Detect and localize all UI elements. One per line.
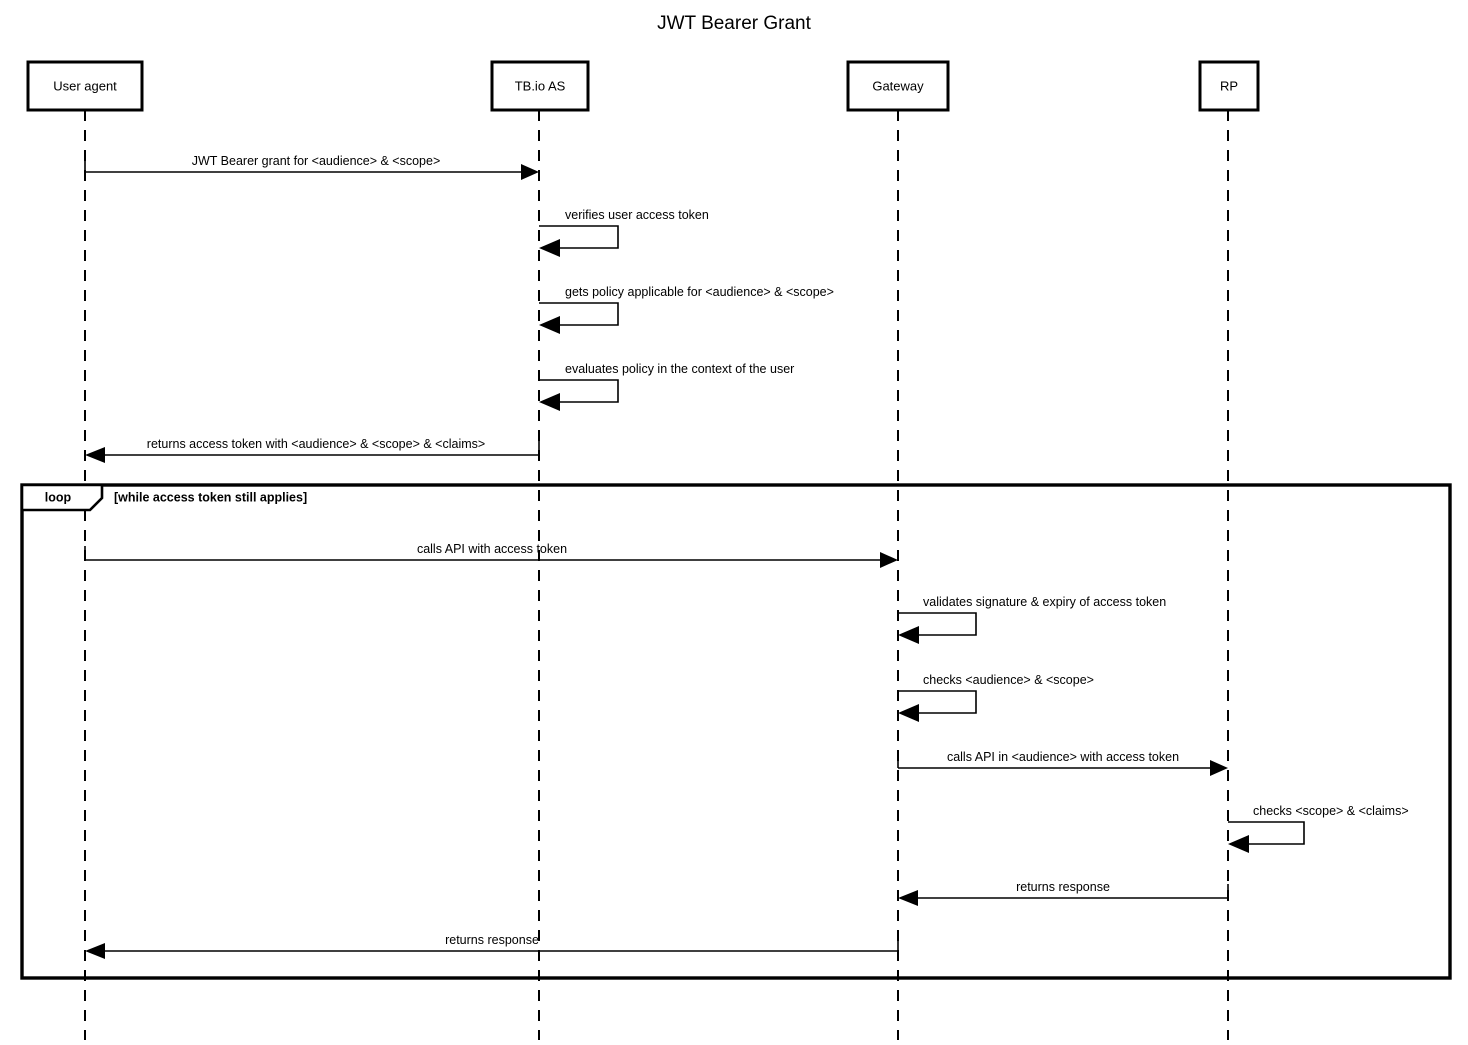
arrowhead-gets-policy — [539, 316, 560, 334]
loop-fragment-tab — [20, 483, 104, 512]
message-path-checks-audience-scope — [898, 690, 977, 714]
message-checks-audience-scope: checks <audience> & <scope> — [898, 673, 1094, 722]
message-validates-signature: validates signature & expiry of access t… — [898, 595, 1166, 644]
message-label-returns-response-gateway-user: returns response — [445, 933, 539, 947]
participant-label-rp: RP — [1220, 78, 1238, 93]
participant-box-tbio-as — [490, 60, 590, 112]
arrowhead-validates-signature — [898, 626, 919, 644]
arrowhead-calls-api-in-audience — [1210, 760, 1228, 776]
message-returns-response-gateway-user: returns response — [85, 933, 899, 959]
message-returns-response-rp-gateway: returns response — [898, 880, 1229, 906]
message-label-checks-audience-scope: checks <audience> & <scope> — [923, 673, 1094, 687]
message-jwt-bearer-grant: JWT Bearer grant for <audience> & <scope… — [84, 154, 539, 180]
message-path-checks-scope-claims — [1228, 821, 1305, 845]
message-label-calls-api-in-audience: calls API in <audience> with access toke… — [947, 750, 1179, 764]
message-label-checks-scope-claims: checks <scope> & <claims> — [1253, 804, 1409, 818]
arrowhead-returns-access-token — [85, 447, 105, 463]
participant-label-user-agent: User agent — [53, 78, 117, 93]
arrowhead-checks-audience-scope — [898, 704, 919, 722]
arrowhead-calls-api-with-access-token — [880, 552, 898, 568]
message-calls-api-with-access-token: calls API with access token — [84, 542, 898, 568]
arrowhead-returns-response-rp-gateway — [898, 890, 918, 906]
participant-rp[interactable]: RP — [1198, 60, 1260, 112]
page-title: JWT Bearer Grant — [657, 13, 812, 34]
participant-gateway[interactable]: Gateway — [846, 60, 950, 112]
arrowhead-returns-response-gateway-user — [85, 943, 105, 959]
participant-box-rp — [1198, 60, 1260, 112]
message-evaluates-policy: evaluates policy in the context of the u… — [539, 362, 794, 411]
message-gets-policy: gets policy applicable for <audience> & … — [539, 285, 834, 334]
arrowhead-checks-scope-claims — [1228, 835, 1249, 853]
loop-fragment-guard-label: [while access token still applies] — [114, 490, 307, 504]
message-calls-api-in-audience: calls API in <audience> with access toke… — [897, 750, 1228, 776]
lifelines-group — [84, 110, 1229, 1040]
arrowhead-jwt-bearer-grant — [521, 164, 539, 180]
loop-fragment: loop [while access token still applies] — [20, 483, 1452, 980]
message-label-jwt-bearer-grant: JWT Bearer grant for <audience> & <scope… — [192, 154, 441, 168]
message-path-gets-policy — [539, 302, 619, 326]
message-checks-scope-claims: checks <scope> & <claims> — [1228, 804, 1409, 853]
message-label-returns-access-token: returns access token with <audience> & <… — [147, 437, 485, 451]
message-label-calls-api-with-access-token: calls API with access token — [417, 542, 567, 556]
participant-label-gateway: Gateway — [872, 78, 924, 93]
participant-tbio-as[interactable]: TB.io AS — [490, 60, 590, 112]
participant-label-tbio-as: TB.io AS — [515, 78, 566, 93]
arrowhead-evaluates-policy — [539, 393, 560, 411]
message-path-evaluates-policy — [539, 379, 619, 403]
participant-user-agent[interactable]: User agent — [26, 60, 144, 112]
message-path-validates-signature — [898, 612, 977, 636]
participant-box-user-agent — [26, 60, 144, 112]
arrowhead-verifies-user-access-token — [539, 239, 560, 257]
message-label-validates-signature: validates signature & expiry of access t… — [923, 595, 1166, 609]
loop-fragment-border — [20, 483, 1452, 980]
message-label-gets-policy: gets policy applicable for <audience> & … — [565, 285, 834, 299]
message-path-verifies-user-access-token — [539, 225, 619, 249]
message-label-verifies-user-access-token: verifies user access token — [565, 208, 709, 222]
message-label-returns-response-rp-gateway: returns response — [1016, 880, 1110, 894]
message-label-evaluates-policy: evaluates policy in the context of the u… — [565, 362, 794, 376]
message-verifies-user-access-token: verifies user access token — [539, 208, 709, 257]
message-returns-access-token: returns access token with <audience> & <… — [85, 437, 540, 463]
loop-fragment-operator-label: loop — [45, 490, 72, 504]
participant-box-gateway — [846, 60, 950, 112]
